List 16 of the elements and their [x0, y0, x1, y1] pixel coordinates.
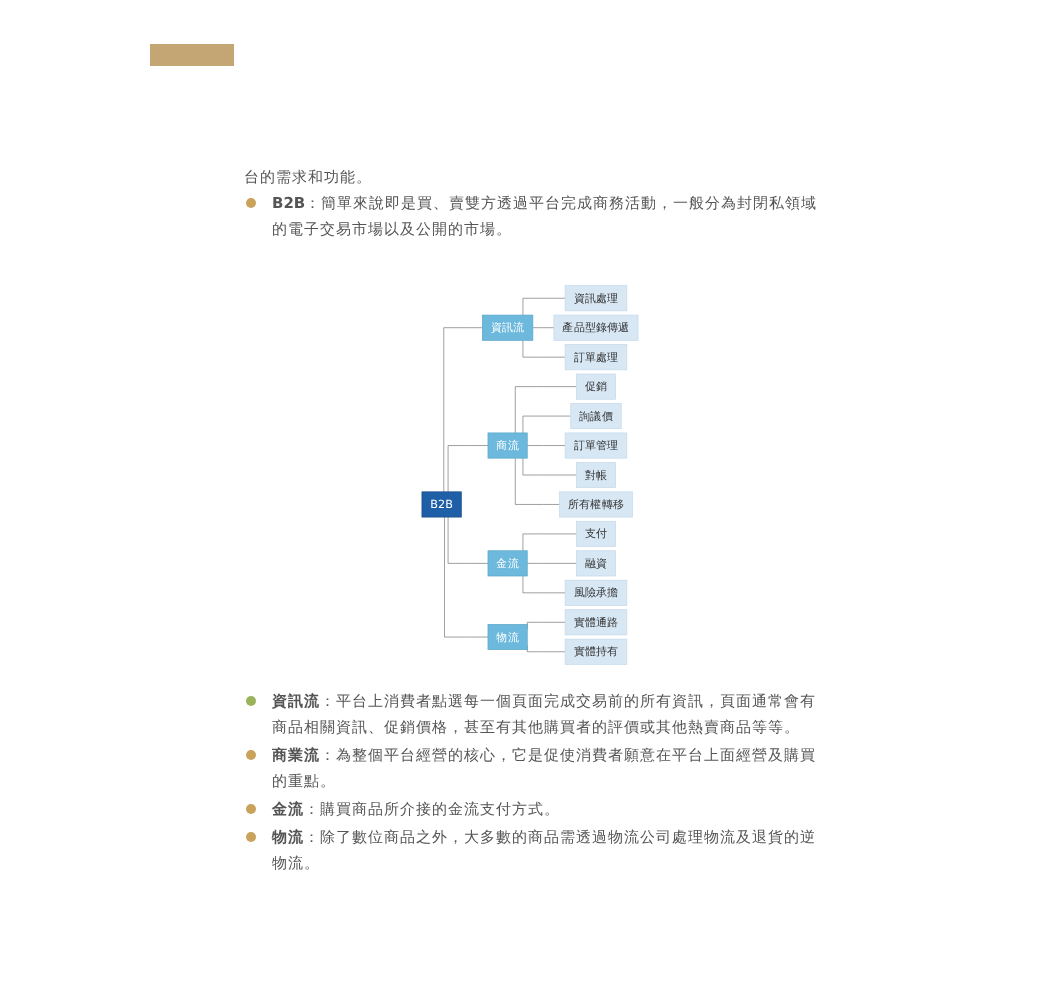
connector — [447, 445, 489, 493]
connector — [526, 445, 566, 446]
connector — [514, 457, 560, 505]
connector — [447, 516, 489, 564]
connector — [526, 563, 577, 564]
connector — [443, 327, 483, 493]
connector — [522, 533, 577, 552]
connector — [532, 327, 555, 329]
connector — [444, 516, 489, 638]
connector — [522, 575, 566, 594]
connector — [522, 415, 572, 434]
connector — [526, 621, 566, 630]
connector — [514, 386, 577, 434]
connector — [522, 297, 566, 316]
connector — [522, 339, 566, 358]
connector — [522, 457, 577, 476]
